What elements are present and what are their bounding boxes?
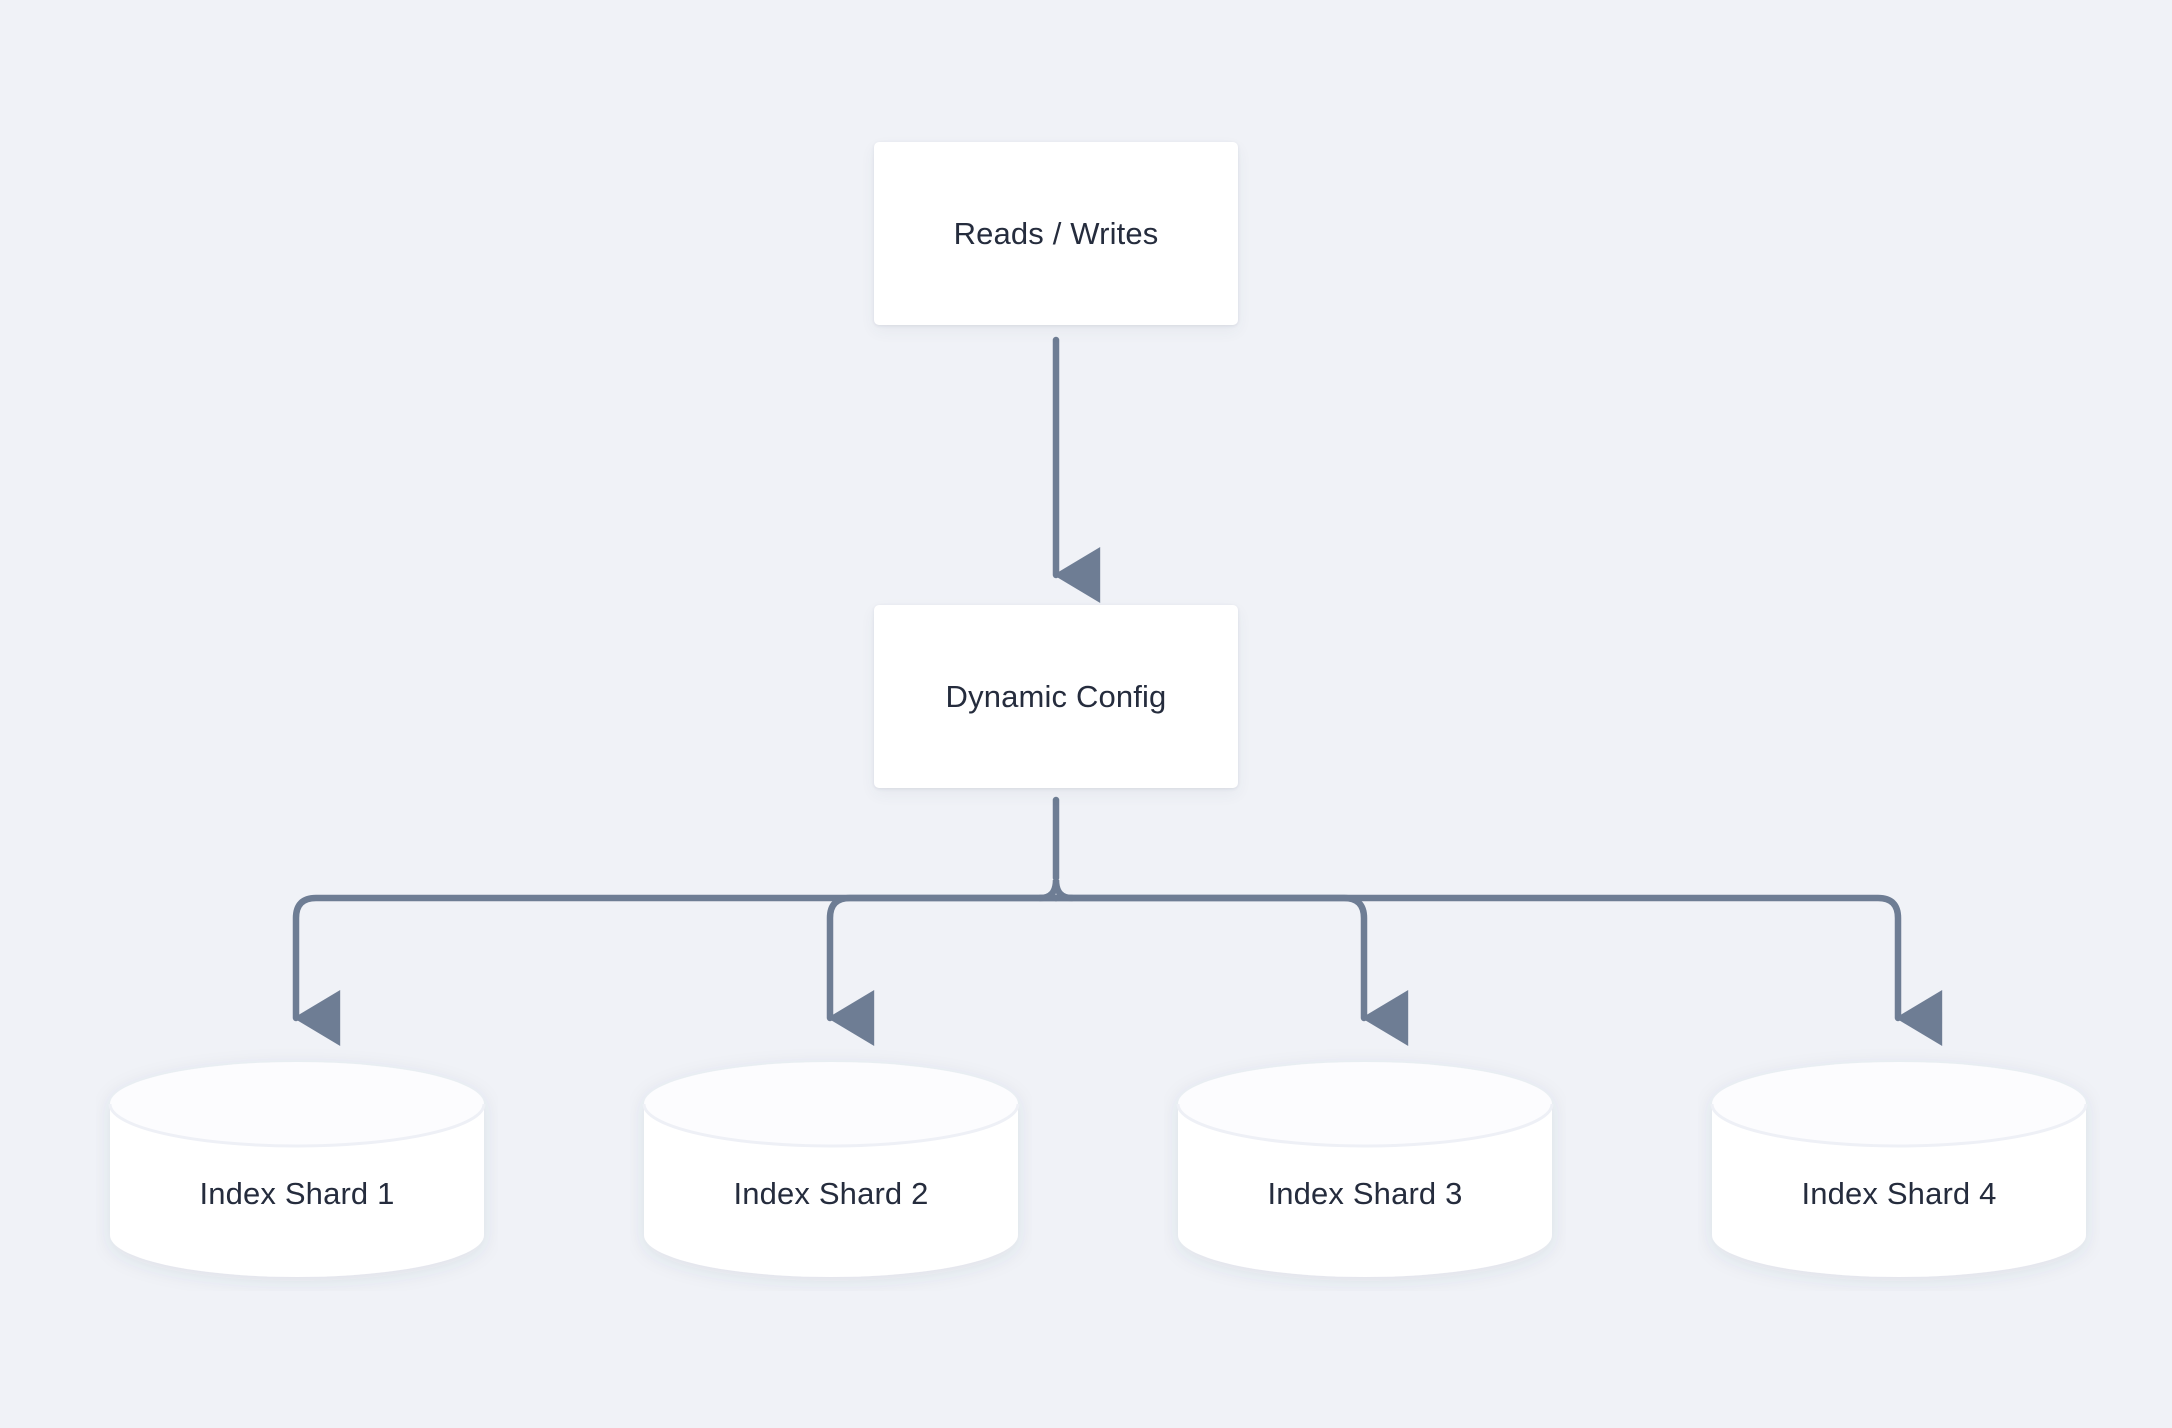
- edge-dynamic-config-to-shard-3: [1052, 894, 1409, 1046]
- node-dynamic-config-label: Dynamic Config: [945, 678, 1167, 714]
- edge-bus-junction-fillet: [1036, 879, 1076, 902]
- node-index-shard-2-label: Index Shard 2: [733, 1175, 929, 1211]
- node-index-shard-2[interactable]: Index Shard 2: [642, 1062, 1020, 1277]
- edge-dynamic-config-to-shard-1: [292, 894, 1060, 1046]
- node-reads-writes[interactable]: Reads / Writes: [874, 142, 1238, 325]
- database-cylinder-icon: [642, 1062, 1020, 1277]
- node-dynamic-config[interactable]: Dynamic Config: [874, 605, 1238, 788]
- node-index-shard-4[interactable]: Index Shard 4: [1710, 1062, 2088, 1277]
- database-cylinder-icon: [1710, 1062, 2088, 1277]
- node-reads-writes-label: Reads / Writes: [953, 215, 1159, 251]
- node-index-shard-3[interactable]: Index Shard 3: [1176, 1062, 1554, 1277]
- database-cylinder-icon: [1176, 1062, 1554, 1277]
- edge-dynamic-config-to-shard-2: [826, 894, 1060, 1046]
- node-index-shard-4-label: Index Shard 4: [1801, 1175, 1997, 1211]
- node-index-shard-1[interactable]: Index Shard 1: [108, 1062, 486, 1277]
- node-index-shard-3-label: Index Shard 3: [1267, 1175, 1463, 1211]
- database-cylinder-icon: [108, 1062, 486, 1277]
- edge-dynamic-config-to-shard-4: [1052, 894, 1943, 1046]
- node-index-shard-1-label: Index Shard 1: [199, 1175, 395, 1211]
